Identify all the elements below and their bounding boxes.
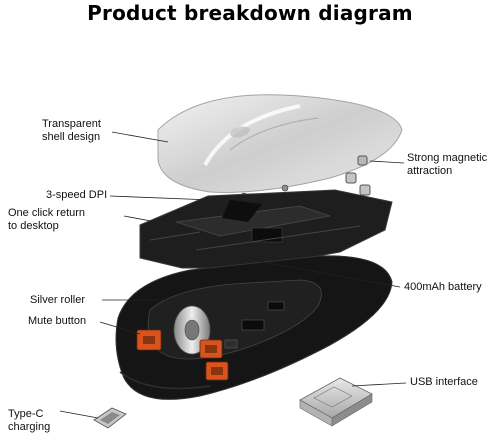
leader-lines bbox=[59, 131, 407, 419]
label-strong-magnetic: Strong magnetic attraction bbox=[407, 152, 487, 178]
page-title: Product breakdown diagram bbox=[87, 1, 413, 25]
label-mute-button: Mute button bbox=[28, 315, 87, 327]
label-type-c-charging-line2: charging bbox=[8, 421, 51, 433]
label-silver-roller: Silver roller bbox=[30, 294, 86, 306]
usb-receiver bbox=[299, 377, 373, 427]
label-type-c-charging: Type-C charging bbox=[8, 408, 50, 434]
inner-frame bbox=[139, 189, 393, 269]
transparent-shell bbox=[157, 94, 403, 193]
label-one-click-return-line1: One click return bbox=[8, 207, 86, 219]
label-strong-magnetic-line1: Strong magnetic bbox=[407, 152, 488, 164]
bottom-body bbox=[115, 255, 393, 400]
switches bbox=[136, 329, 229, 381]
label-one-click-return-line2: to desktop bbox=[8, 220, 59, 232]
label-strong-magnetic-line2: attraction bbox=[407, 165, 453, 177]
label-3-speed-dpi: 3-speed DPI bbox=[46, 189, 108, 201]
type-c-port bbox=[93, 407, 127, 429]
label-transparent-shell-line1: Transparent bbox=[42, 118, 101, 130]
magnets bbox=[345, 155, 371, 196]
label-one-click-return: One click return to desktop bbox=[8, 207, 85, 233]
label-type-c-charging-line1: Type-C bbox=[8, 408, 44, 420]
label-transparent-shell: Transparent shell design bbox=[42, 118, 101, 144]
label-usb-interface: USB interface bbox=[410, 376, 478, 388]
label-400mah-battery: 400mAh battery bbox=[404, 281, 482, 293]
label-transparent-shell-line2: shell design bbox=[42, 131, 101, 143]
